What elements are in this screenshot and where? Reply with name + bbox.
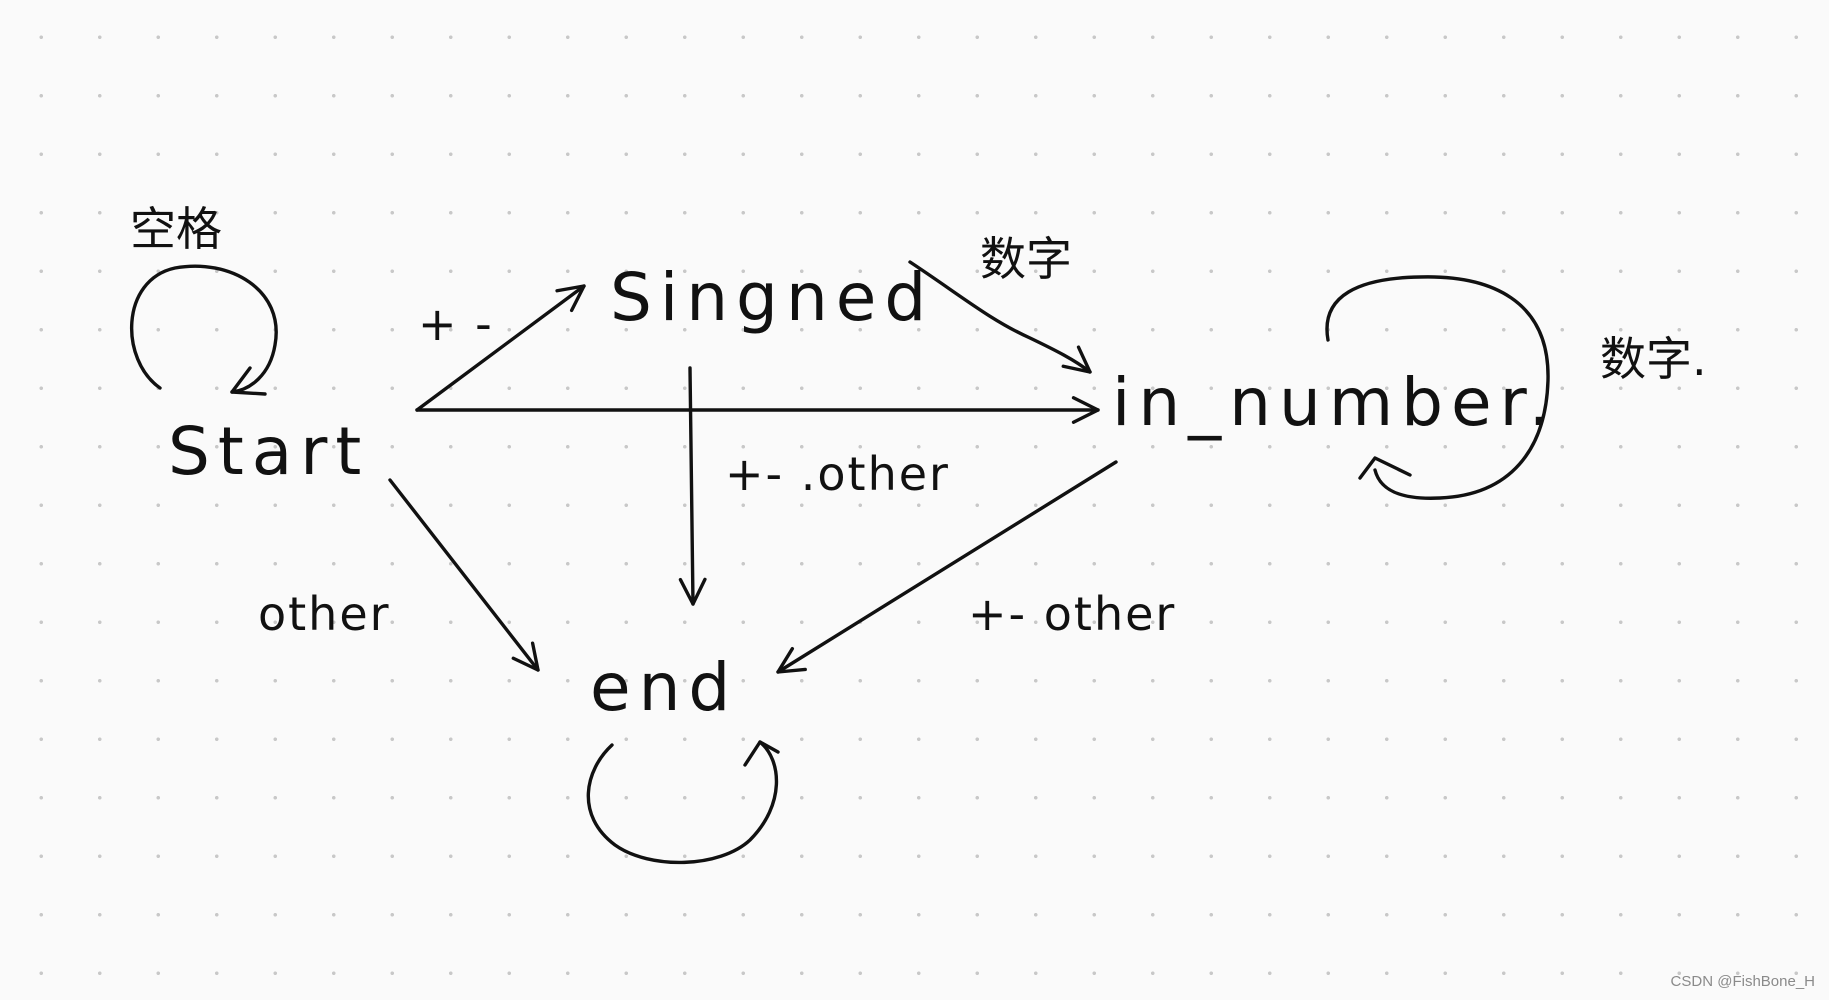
loop-label-in-number: 数字. xyxy=(1600,332,1707,386)
edge-label-start-to-end: other xyxy=(258,587,391,641)
edge-label-signed-to-end: +- .other xyxy=(725,447,950,501)
edge-start-to-signed xyxy=(415,284,586,412)
edge-label-start-to-signed: + - xyxy=(418,297,494,351)
edge-signed-to-in-number xyxy=(908,260,1092,374)
in-number-self-loop xyxy=(1325,275,1550,500)
edge-label-in-number-to-end: +- other xyxy=(968,587,1176,641)
state-start: Start xyxy=(168,413,369,490)
end-self-loop xyxy=(586,740,779,865)
edge-label-signed-to-in-number: 数字 xyxy=(980,232,1072,286)
start-self-loop xyxy=(130,264,278,394)
edge-signed-to-end xyxy=(678,366,707,606)
state-in-number: in_number. xyxy=(1112,364,1558,441)
loop-label-start: 空格 xyxy=(130,202,222,256)
state-end: end xyxy=(590,649,738,726)
in-number-self-loop-arrowhead xyxy=(1358,456,1412,480)
watermark: CSDN @FishBone_H xyxy=(1670,973,1815,990)
edge-in-number-to-end xyxy=(776,460,1118,674)
start-self-loop-arrowhead xyxy=(230,366,267,396)
state-signed: Singned xyxy=(610,259,934,336)
end-self-loop-arrowhead xyxy=(743,740,780,767)
edge-start-to-end xyxy=(388,478,540,672)
